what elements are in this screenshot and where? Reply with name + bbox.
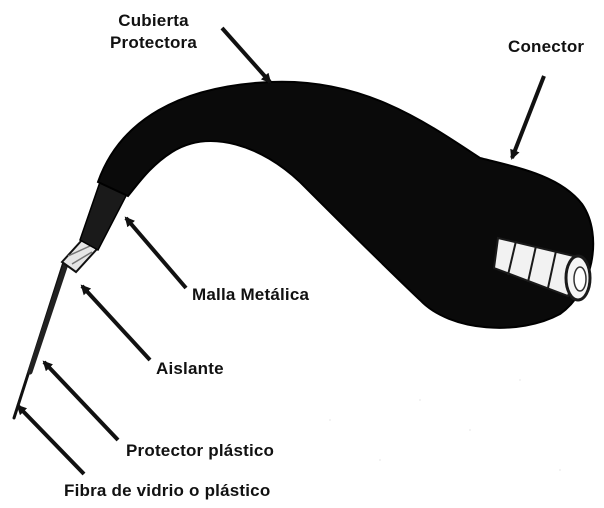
arrow-aislante <box>82 286 150 360</box>
arrow-protector <box>44 362 118 440</box>
plastic-protector <box>30 258 68 372</box>
arrow-conector <box>512 76 544 158</box>
arrow-cubierta <box>222 28 270 82</box>
label-conector: Conector <box>508 36 584 58</box>
paper-texture <box>329 379 561 471</box>
arrow-malla <box>126 218 186 288</box>
protective-jacket <box>98 82 593 328</box>
label-aislante: Aislante <box>156 358 224 380</box>
label-cubierta-protectora: Cubierta Protectora <box>110 10 197 54</box>
arrow-fibra <box>18 406 84 474</box>
label-cubierta-line1: Cubierta <box>110 10 197 32</box>
label-protector-plastico: Protector plástico <box>126 440 274 462</box>
label-cubierta-line2: Protectora <box>110 32 197 54</box>
label-malla-metalica: Malla Metálica <box>192 284 309 306</box>
label-fibra: Fibra de vidrio o plástico <box>64 480 270 502</box>
